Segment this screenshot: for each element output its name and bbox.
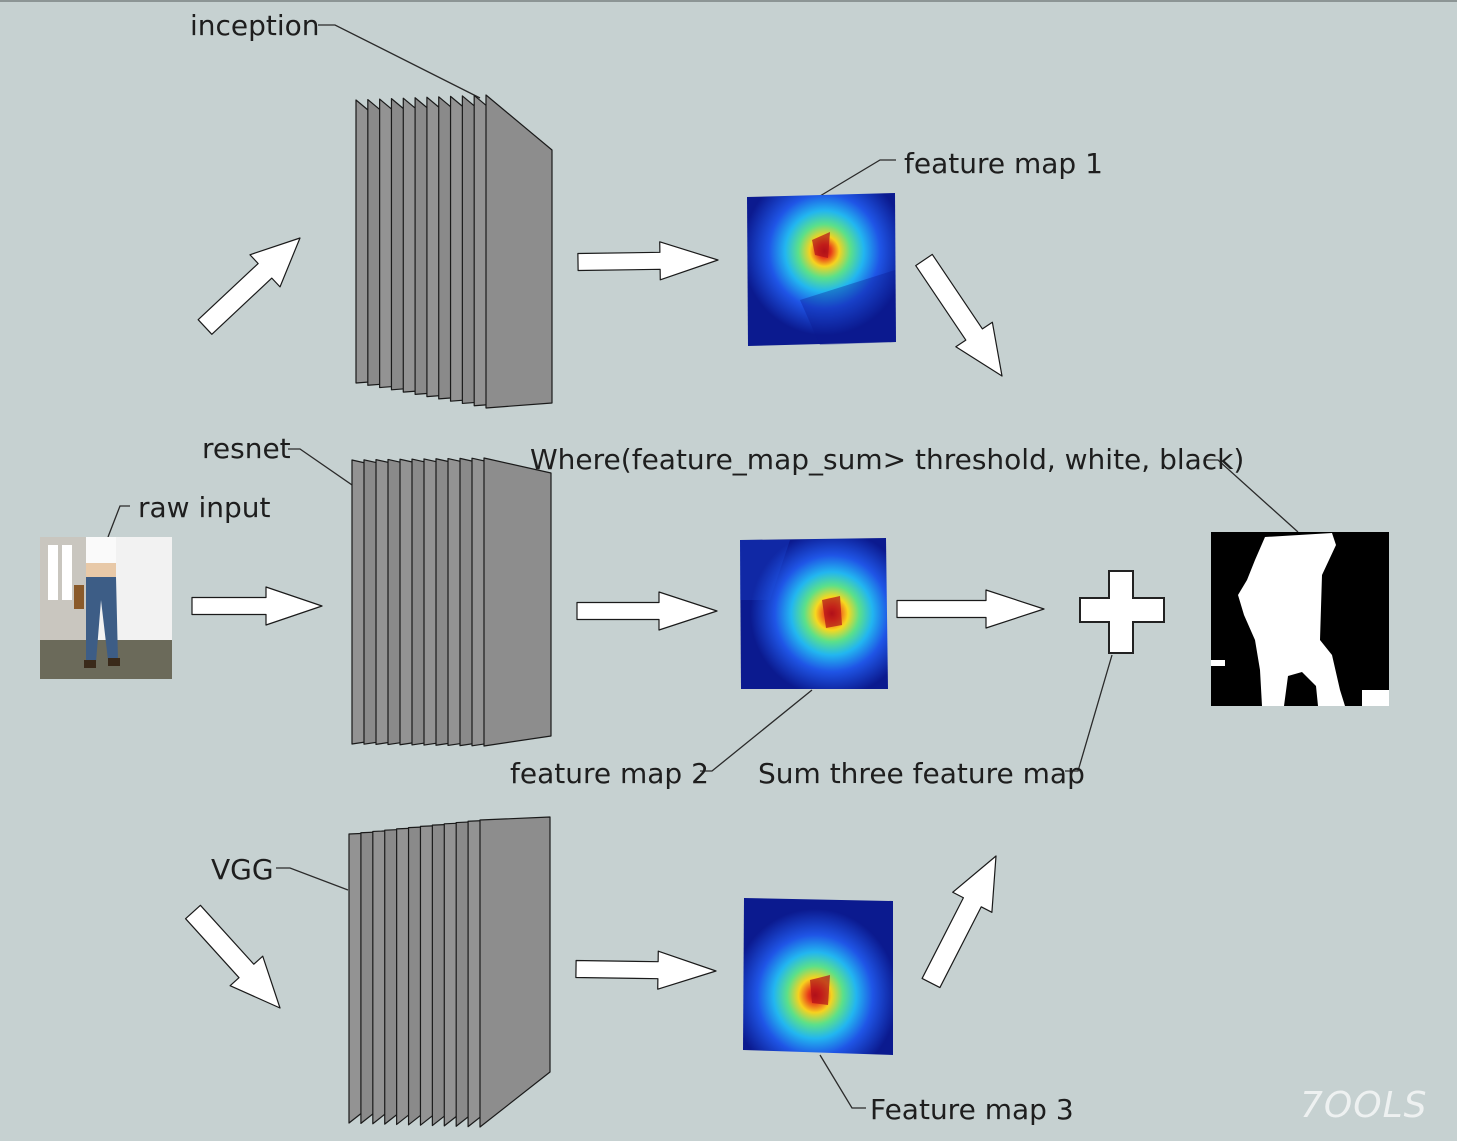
leader-fm2 xyxy=(700,689,813,772)
leader-lines xyxy=(107,24,1299,1109)
feature-map-3-heatmap xyxy=(743,898,893,1055)
leader-fm1 xyxy=(819,159,896,197)
label-feature-map-1: feature map 1 xyxy=(904,147,1103,180)
label-inception: inception xyxy=(190,9,320,42)
arrow-icon xyxy=(577,241,719,281)
inception-stack xyxy=(355,94,553,409)
arrow-icon xyxy=(896,589,1045,629)
leader-where xyxy=(1205,459,1299,533)
vgg-stack xyxy=(348,816,551,1128)
arrow-icon xyxy=(191,586,323,626)
arrow-icon xyxy=(184,904,281,1009)
layer-sheet xyxy=(485,94,553,409)
label-raw-input: raw input xyxy=(138,491,271,524)
arrow-icon xyxy=(575,950,717,990)
layer-sheet xyxy=(479,816,551,1128)
leader-fm3 xyxy=(819,1054,866,1109)
plus-icon xyxy=(1079,570,1165,654)
flow-arrows xyxy=(184,237,1045,1009)
label-feature-map-2: feature map 2 xyxy=(510,757,709,790)
threshold-mask-output xyxy=(1211,532,1389,706)
arrow-icon xyxy=(915,253,1003,377)
layer-sheet xyxy=(483,457,552,747)
label-feature-map-3: Feature map 3 xyxy=(870,1093,1074,1126)
feature-map-2-heatmap xyxy=(740,538,888,689)
leader-inception xyxy=(318,24,481,99)
label-sum: Sum three feature map xyxy=(758,757,1085,790)
arrow-icon xyxy=(921,855,997,989)
leader-sum xyxy=(1065,654,1113,772)
feature-map-1-heatmap xyxy=(747,193,896,346)
raw-input-image xyxy=(40,537,172,679)
leader-raw-input xyxy=(107,505,130,538)
label-vgg: VGG xyxy=(211,853,274,886)
arrow-icon xyxy=(576,591,718,631)
top-border xyxy=(0,0,1457,2)
resnet-stack xyxy=(351,457,552,747)
leader-vgg xyxy=(276,867,349,891)
label-resnet: resnet xyxy=(202,432,291,465)
arrow-icon xyxy=(197,237,301,335)
cnn-layer-stacks xyxy=(348,94,553,1128)
label-where: Where(feature_map_sum> threshold, white,… xyxy=(530,443,1245,476)
watermark: 7OOLS xyxy=(1300,1085,1428,1126)
